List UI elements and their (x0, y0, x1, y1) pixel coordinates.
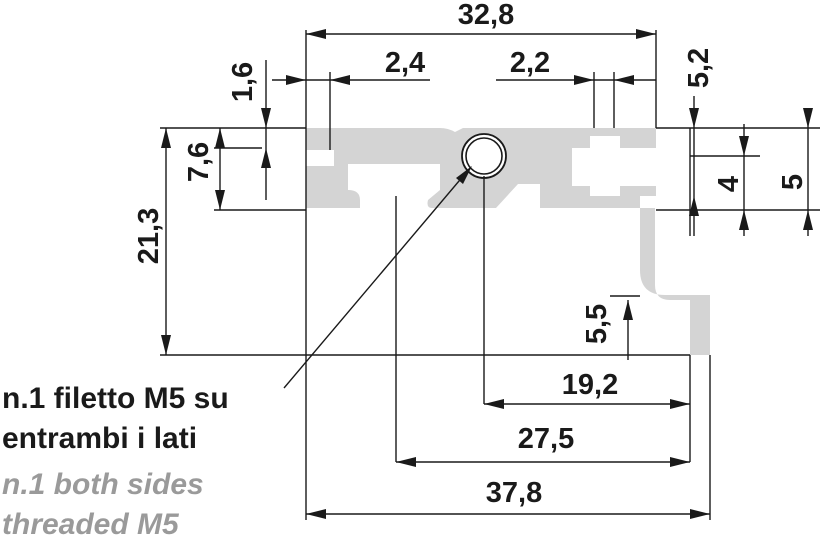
dim-leg: 5,5 (581, 304, 613, 344)
dim-total-height: 21,3 (133, 208, 165, 264)
right-channel-gap (572, 148, 690, 186)
dim-groove-4: 4 (713, 176, 745, 192)
note-english-line2: threaded M5 (2, 508, 180, 540)
dim-slot-height: 7,6 (183, 142, 215, 182)
dim-groove-5: 5 (777, 174, 809, 190)
dim-right-offset: 5,2 (683, 48, 715, 88)
left-slot-gap (262, 150, 334, 166)
bottom-notch (590, 186, 620, 196)
dim-bottom-37: 37,8 (486, 477, 542, 509)
dim-bottom-19: 19,2 (562, 369, 618, 401)
note-italian-line2: entrambi i lati (2, 422, 197, 455)
dim-lip: 1,6 (227, 62, 259, 102)
note-italian-line1: n.1 filetto M5 su (2, 382, 229, 415)
dim-left-slot: 2,4 (385, 47, 425, 79)
dimension-labels: 32,8 2,4 2,2 1,6 7,6 21,3 5,2 4 5 5,5 19… (133, 0, 809, 509)
profile-body (306, 128, 710, 355)
profile-section (262, 128, 710, 355)
top-notch (590, 136, 620, 148)
threaded-hole-inner (465, 137, 503, 175)
dim-right-slot: 2,2 (510, 47, 550, 79)
dim-bottom-27: 27,5 (518, 423, 574, 455)
dimension-lines (160, 29, 820, 520)
thread-note: n.1 filetto M5 su entrambi i lati n.1 bo… (2, 382, 229, 540)
dim-overall-top: 32,8 (458, 0, 514, 31)
note-english-line1: n.1 both sides (2, 468, 204, 501)
